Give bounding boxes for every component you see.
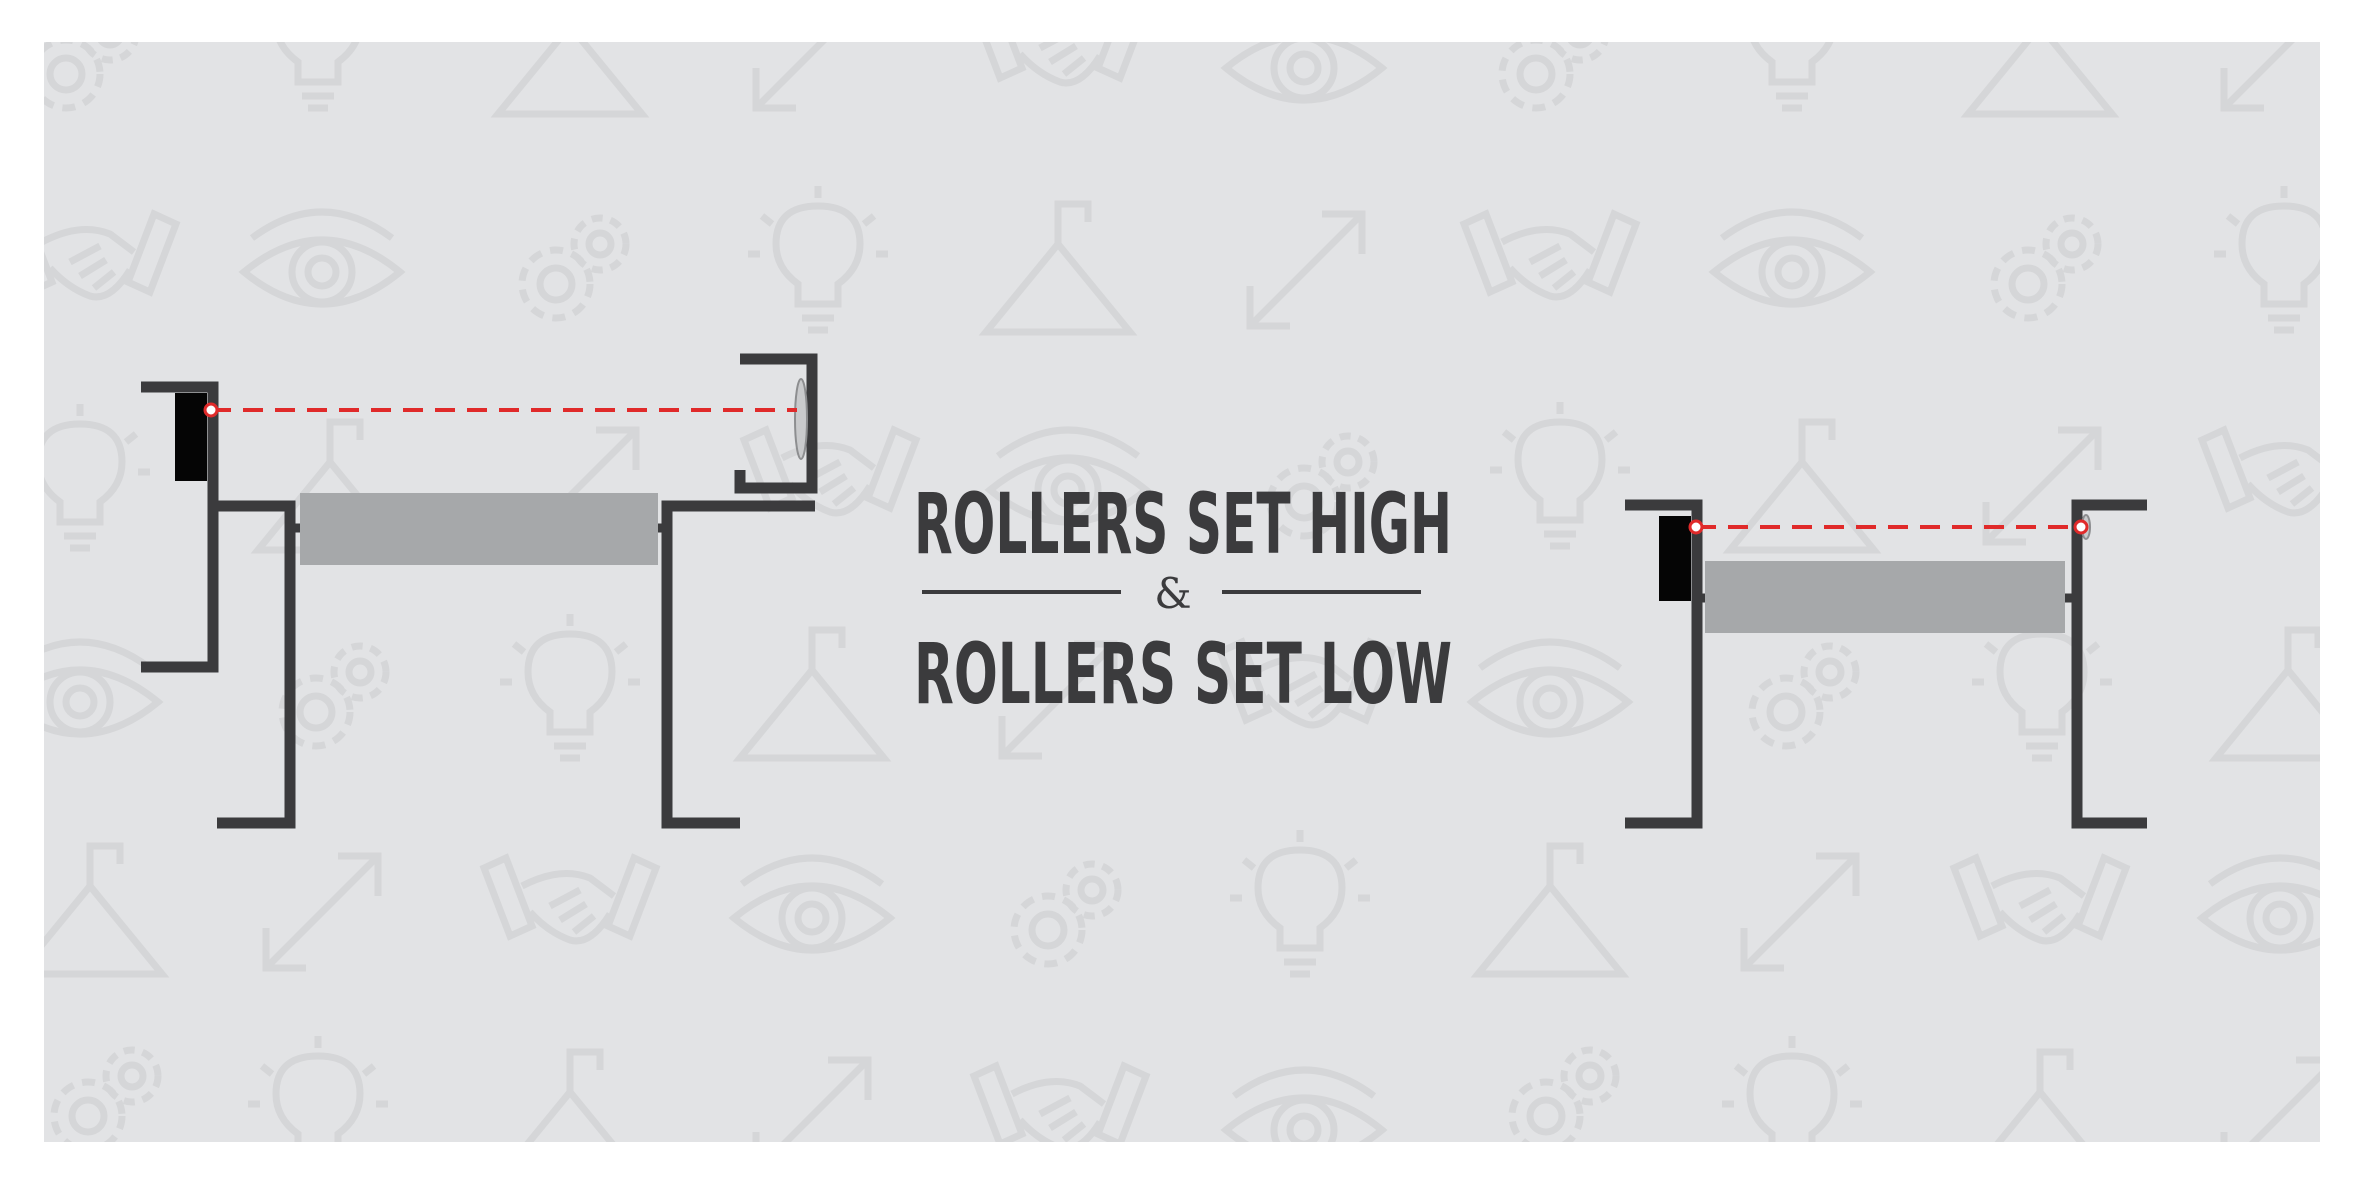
right-conveyor-frame xyxy=(2071,499,2147,829)
right-conveyor-frame xyxy=(661,500,815,829)
reflector xyxy=(794,378,808,460)
roller xyxy=(300,493,658,565)
diagram-rollers-set-low xyxy=(1625,499,2147,829)
roller xyxy=(1705,561,2065,633)
diagram-rollers-set-high xyxy=(141,353,818,829)
beam-emitter-point xyxy=(1688,519,1704,535)
title-line-1: ROLLERS SET HIGH xyxy=(914,475,1452,573)
beam-emitter-point xyxy=(203,402,219,418)
sensor-mount-bracket xyxy=(141,381,219,673)
left-conveyor-frame xyxy=(213,500,296,829)
beam-receiver-point xyxy=(2073,519,2089,535)
title-line-2: ROLLERS SET LOW xyxy=(914,625,1452,723)
left-conveyor-frame xyxy=(1625,499,1703,829)
photo-eye-sensor xyxy=(175,393,207,481)
reflector-mount-bracket xyxy=(734,353,818,494)
title-ampersand: & xyxy=(1154,569,1191,618)
photo-eye-sensor xyxy=(1659,516,1691,601)
title-block: ROLLERS SET HIGH & ROLLERS SET LOW xyxy=(914,475,1452,723)
